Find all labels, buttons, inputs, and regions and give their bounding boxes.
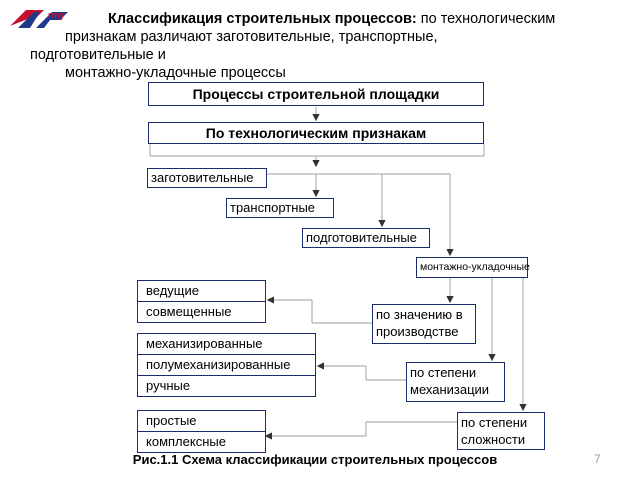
box-transport: транспортные <box>226 198 334 218</box>
value-semi-mechanized: полумеханизированные <box>138 355 315 376</box>
box-by-production-importance: по значению в производстве <box>372 304 476 344</box>
value-manual: ручные <box>146 378 191 393</box>
value-combined: совмещенные <box>146 304 232 319</box>
value-simple: простые <box>138 411 265 432</box>
heading: Классификация строительных процессов: по… <box>30 10 630 82</box>
box-preparatory-procurement: заготовительные <box>147 168 267 188</box>
page-number: 7 <box>594 452 601 466</box>
value-leading: ведущие <box>138 281 265 302</box>
box-technological-features: По технологическим признакам <box>148 122 484 144</box>
heading-line3: подготовительные и <box>30 47 166 63</box>
figure-caption: Рис.1.1 Схема классификации строительных… <box>132 452 498 467</box>
group-importance-values: ведущие совмещенные <box>137 280 266 323</box>
heading-line1: по технологическим <box>416 11 556 27</box>
box-by-mechanization-degree: по степени механизации <box>406 362 505 402</box>
logo-text: rmy <box>48 10 65 20</box>
company-logo: rmy <box>10 10 68 28</box>
box-construction-site-processes: Процессы строительной площадки <box>148 82 484 106</box>
value-mechanized: механизированные <box>138 334 315 355</box>
heading-bold: Классификация строительных процессов: <box>108 11 417 27</box>
box-preparation: подготовительные <box>302 228 430 248</box>
value-complex: комплексные <box>146 434 226 449</box>
group-complexity-values: простые комплексные <box>137 410 266 453</box>
box-installation-laying: монтажно-укладочные <box>416 257 530 278</box>
group-mechanization-values: механизированные полумеханизированные ру… <box>137 333 316 397</box>
box-by-complexity-degree: по степени сложности <box>457 412 545 450</box>
heading-line2: признакам различают заготовительные, тра… <box>65 29 438 45</box>
heading-line4: монтажно-укладочные процессы <box>65 65 286 81</box>
